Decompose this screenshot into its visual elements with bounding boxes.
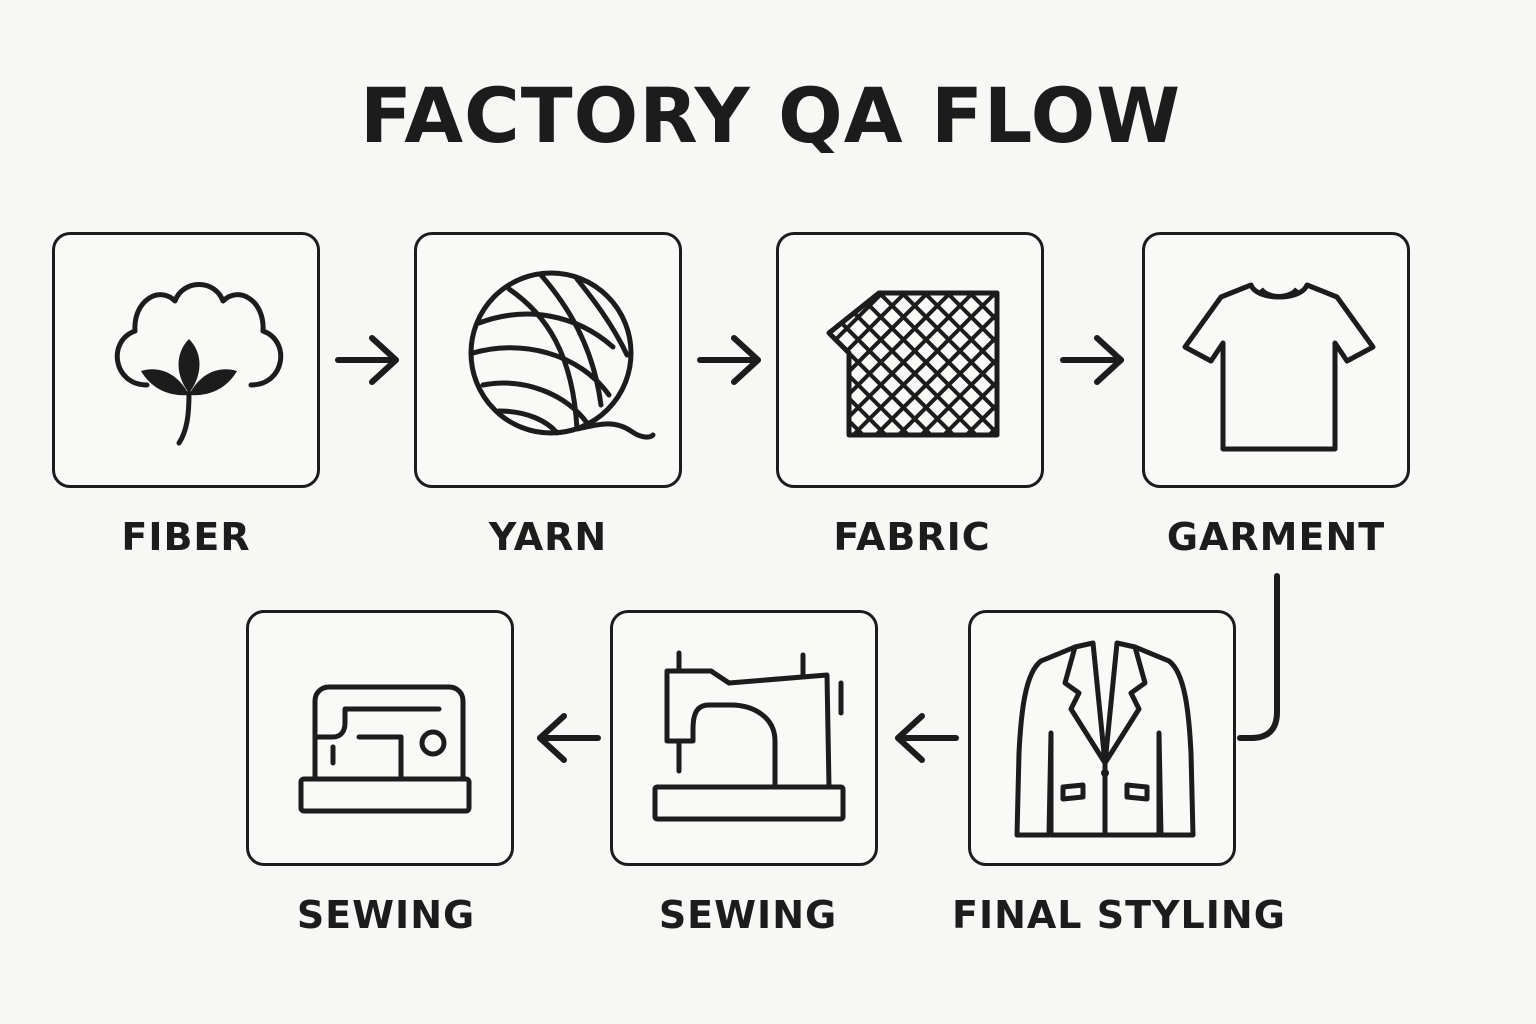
step-label-fiber: FIBER [121,515,251,559]
diagram-title: FACTORY QA FLOW [360,71,1182,160]
step-card-fiber [52,232,320,488]
arrow-fabric-to-garment [1060,335,1124,385]
cotton-boll-icon [114,282,284,446]
blazer-icon [1014,640,1196,838]
sewing-machine-icon [652,650,846,822]
connector-garment-to-final-styling [1237,573,1280,741]
fabric-swatch-icon [826,290,1000,438]
step-card-sewing-1 [246,610,514,866]
step-card-garment [1142,232,1410,488]
t-shirt-icon [1182,282,1376,452]
yarn-ball-icon [468,270,656,440]
arrow-yarn-to-fabric [697,335,761,385]
step-card-yarn [414,232,682,488]
step-label-sewing-1: SEWING [296,893,476,937]
step-label-fabric: FABRIC [833,515,991,559]
arrow-sewing-to-sewing [537,713,601,763]
step-card-fabric [776,232,1044,488]
arrow-fiber-to-yarn [335,335,399,385]
arrow-final-styling-to-sewing [895,713,959,763]
step-card-final-styling [968,610,1236,866]
step-card-sewing-2 [610,610,878,866]
step-label-final-styling: FINAL STYLING [952,893,1286,937]
step-label-yarn: YARN [488,515,608,559]
step-label-sewing-2: SEWING [658,893,838,937]
modern-sewing-machine-icon [298,684,472,814]
step-label-garment: GARMENT [1166,515,1386,559]
